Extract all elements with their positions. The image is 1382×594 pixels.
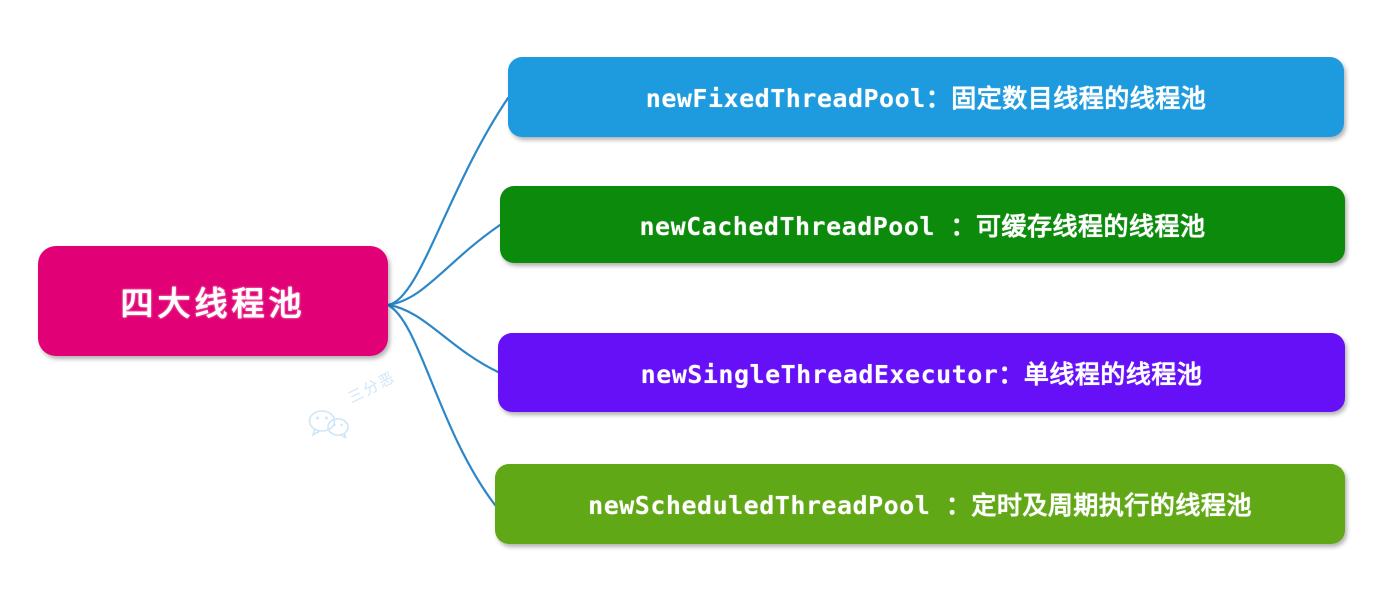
branch-node-single-label: newSingleThreadExecutor：单线程的线程池 xyxy=(640,359,1203,389)
watermark: 三分恶 xyxy=(305,368,425,448)
connector-to-fixed xyxy=(386,96,510,307)
connector-to-scheduled xyxy=(386,303,497,507)
branch-node-cached-label: newCachedThreadPool ：可缓存线程的线程池 xyxy=(639,211,1206,241)
branch-node-scheduled-label: newScheduledThreadPool ：定时及周期执行的线程池 xyxy=(588,491,1252,520)
branch-node-cached[interactable]: newCachedThreadPool ：可缓存线程的线程池 xyxy=(500,186,1345,263)
root-node[interactable]: 四大线程池 xyxy=(38,246,388,356)
branch-node-fixed-label: newFixedThreadPool：固定数目线程的线程池 xyxy=(645,84,1207,113)
branch-node-scheduled[interactable]: newScheduledThreadPool ：定时及周期执行的线程池 xyxy=(495,464,1345,544)
connector-to-single xyxy=(386,303,500,374)
root-node-label: 四大线程池 xyxy=(120,284,306,323)
wechat-icon xyxy=(308,410,349,438)
branch-node-single[interactable]: newSingleThreadExecutor：单线程的线程池 xyxy=(498,333,1345,412)
branch-node-fixed[interactable]: newFixedThreadPool：固定数目线程的线程池 xyxy=(508,57,1344,137)
watermark-text: 三分恶 xyxy=(345,367,399,407)
connector-to-cached xyxy=(386,223,502,307)
